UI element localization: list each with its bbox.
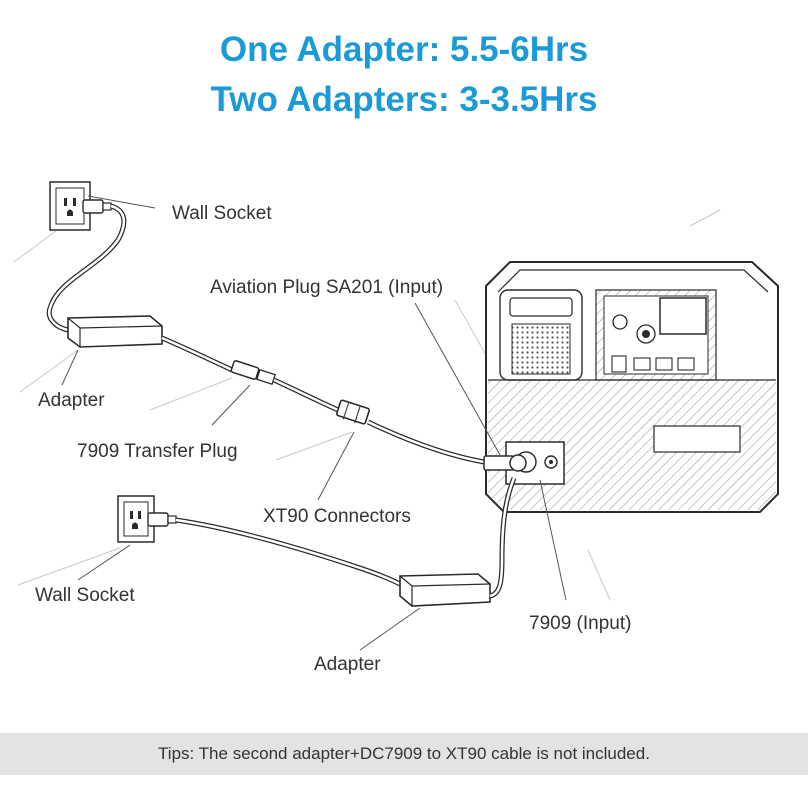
plug-icon xyxy=(147,512,177,527)
tips-bar xyxy=(0,733,808,775)
leader-lines xyxy=(13,209,721,601)
tips-text: Tips: The second adapter+DC7909 to XT90 … xyxy=(158,744,650,763)
leader-adapter-bottom xyxy=(359,607,421,651)
leader-7909-input xyxy=(539,479,567,601)
plug-icon xyxy=(82,199,112,214)
adapter-brick-icon xyxy=(399,573,491,607)
headline-two-adapters: Two Adapters: 3-3.5Hrs xyxy=(210,80,598,119)
adapter-brick-icon xyxy=(67,315,163,348)
transfer-plug-7909 xyxy=(230,360,276,386)
wall-outlet-icon xyxy=(117,495,155,543)
label-aviation-plug: Aviation Plug SA201 (Input) xyxy=(210,277,444,298)
label-xt90: XT90 Connectors xyxy=(263,506,411,527)
leader-aviation-plug xyxy=(414,302,501,456)
label-adapter-top: Adapter xyxy=(38,390,105,411)
label-transfer-plug: 7909 Transfer Plug xyxy=(77,441,238,462)
power-station-icon xyxy=(485,261,779,513)
leader-wall-socket-top xyxy=(87,195,156,209)
leader-transfer-plug xyxy=(211,384,251,426)
label-adapter-bottom: Adapter xyxy=(314,654,381,675)
aviation-plug xyxy=(483,454,527,472)
power-cord-bottom xyxy=(175,517,402,587)
leader-adapter-top xyxy=(61,349,79,386)
label-7909-input: 7909 (Input) xyxy=(529,613,632,634)
label-wall-socket-bottom: Wall Socket xyxy=(35,585,135,606)
leader-xt90 xyxy=(317,431,355,501)
headline-one-adapter: One Adapter: 5.5-6Hrs xyxy=(219,30,589,69)
label-wall-socket-top: Wall Socket xyxy=(172,203,272,224)
xt90-connector xyxy=(335,399,371,425)
leader-wall-socket-bottom xyxy=(77,544,131,581)
